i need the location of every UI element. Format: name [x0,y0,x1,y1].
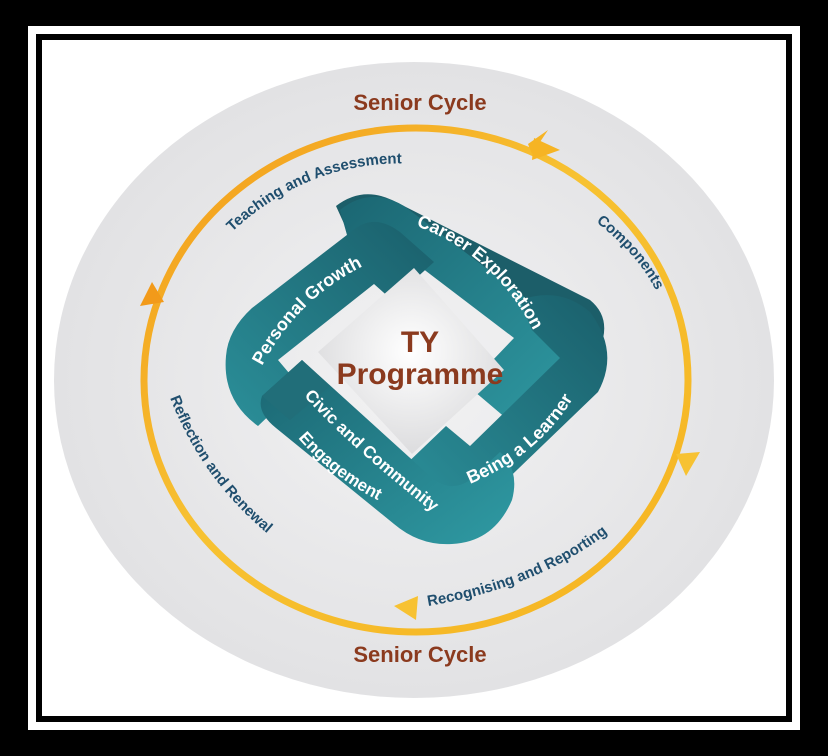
band-career-exploration [340,196,581,430]
centre-title-line1: TY [401,326,439,359]
senior-cycle-top-title: Senior Cycle [353,90,486,115]
band-civic-engagement [260,360,515,545]
centre-title-line2: Programme [337,358,504,391]
band-personal-growth [225,221,434,426]
centre-panel [318,268,504,454]
band-being-a-learner [400,295,608,507]
arrow-top-icon [532,138,560,160]
cycle-ring [140,124,692,636]
arrow-bottom-icon [394,596,418,620]
senior-cycle-bottom-title: Senior Cycle [353,642,486,667]
band-overlap [262,360,330,420]
woven-bands [225,194,608,545]
arrow-left-icon [140,282,164,306]
arrow-right-icon [676,452,700,476]
